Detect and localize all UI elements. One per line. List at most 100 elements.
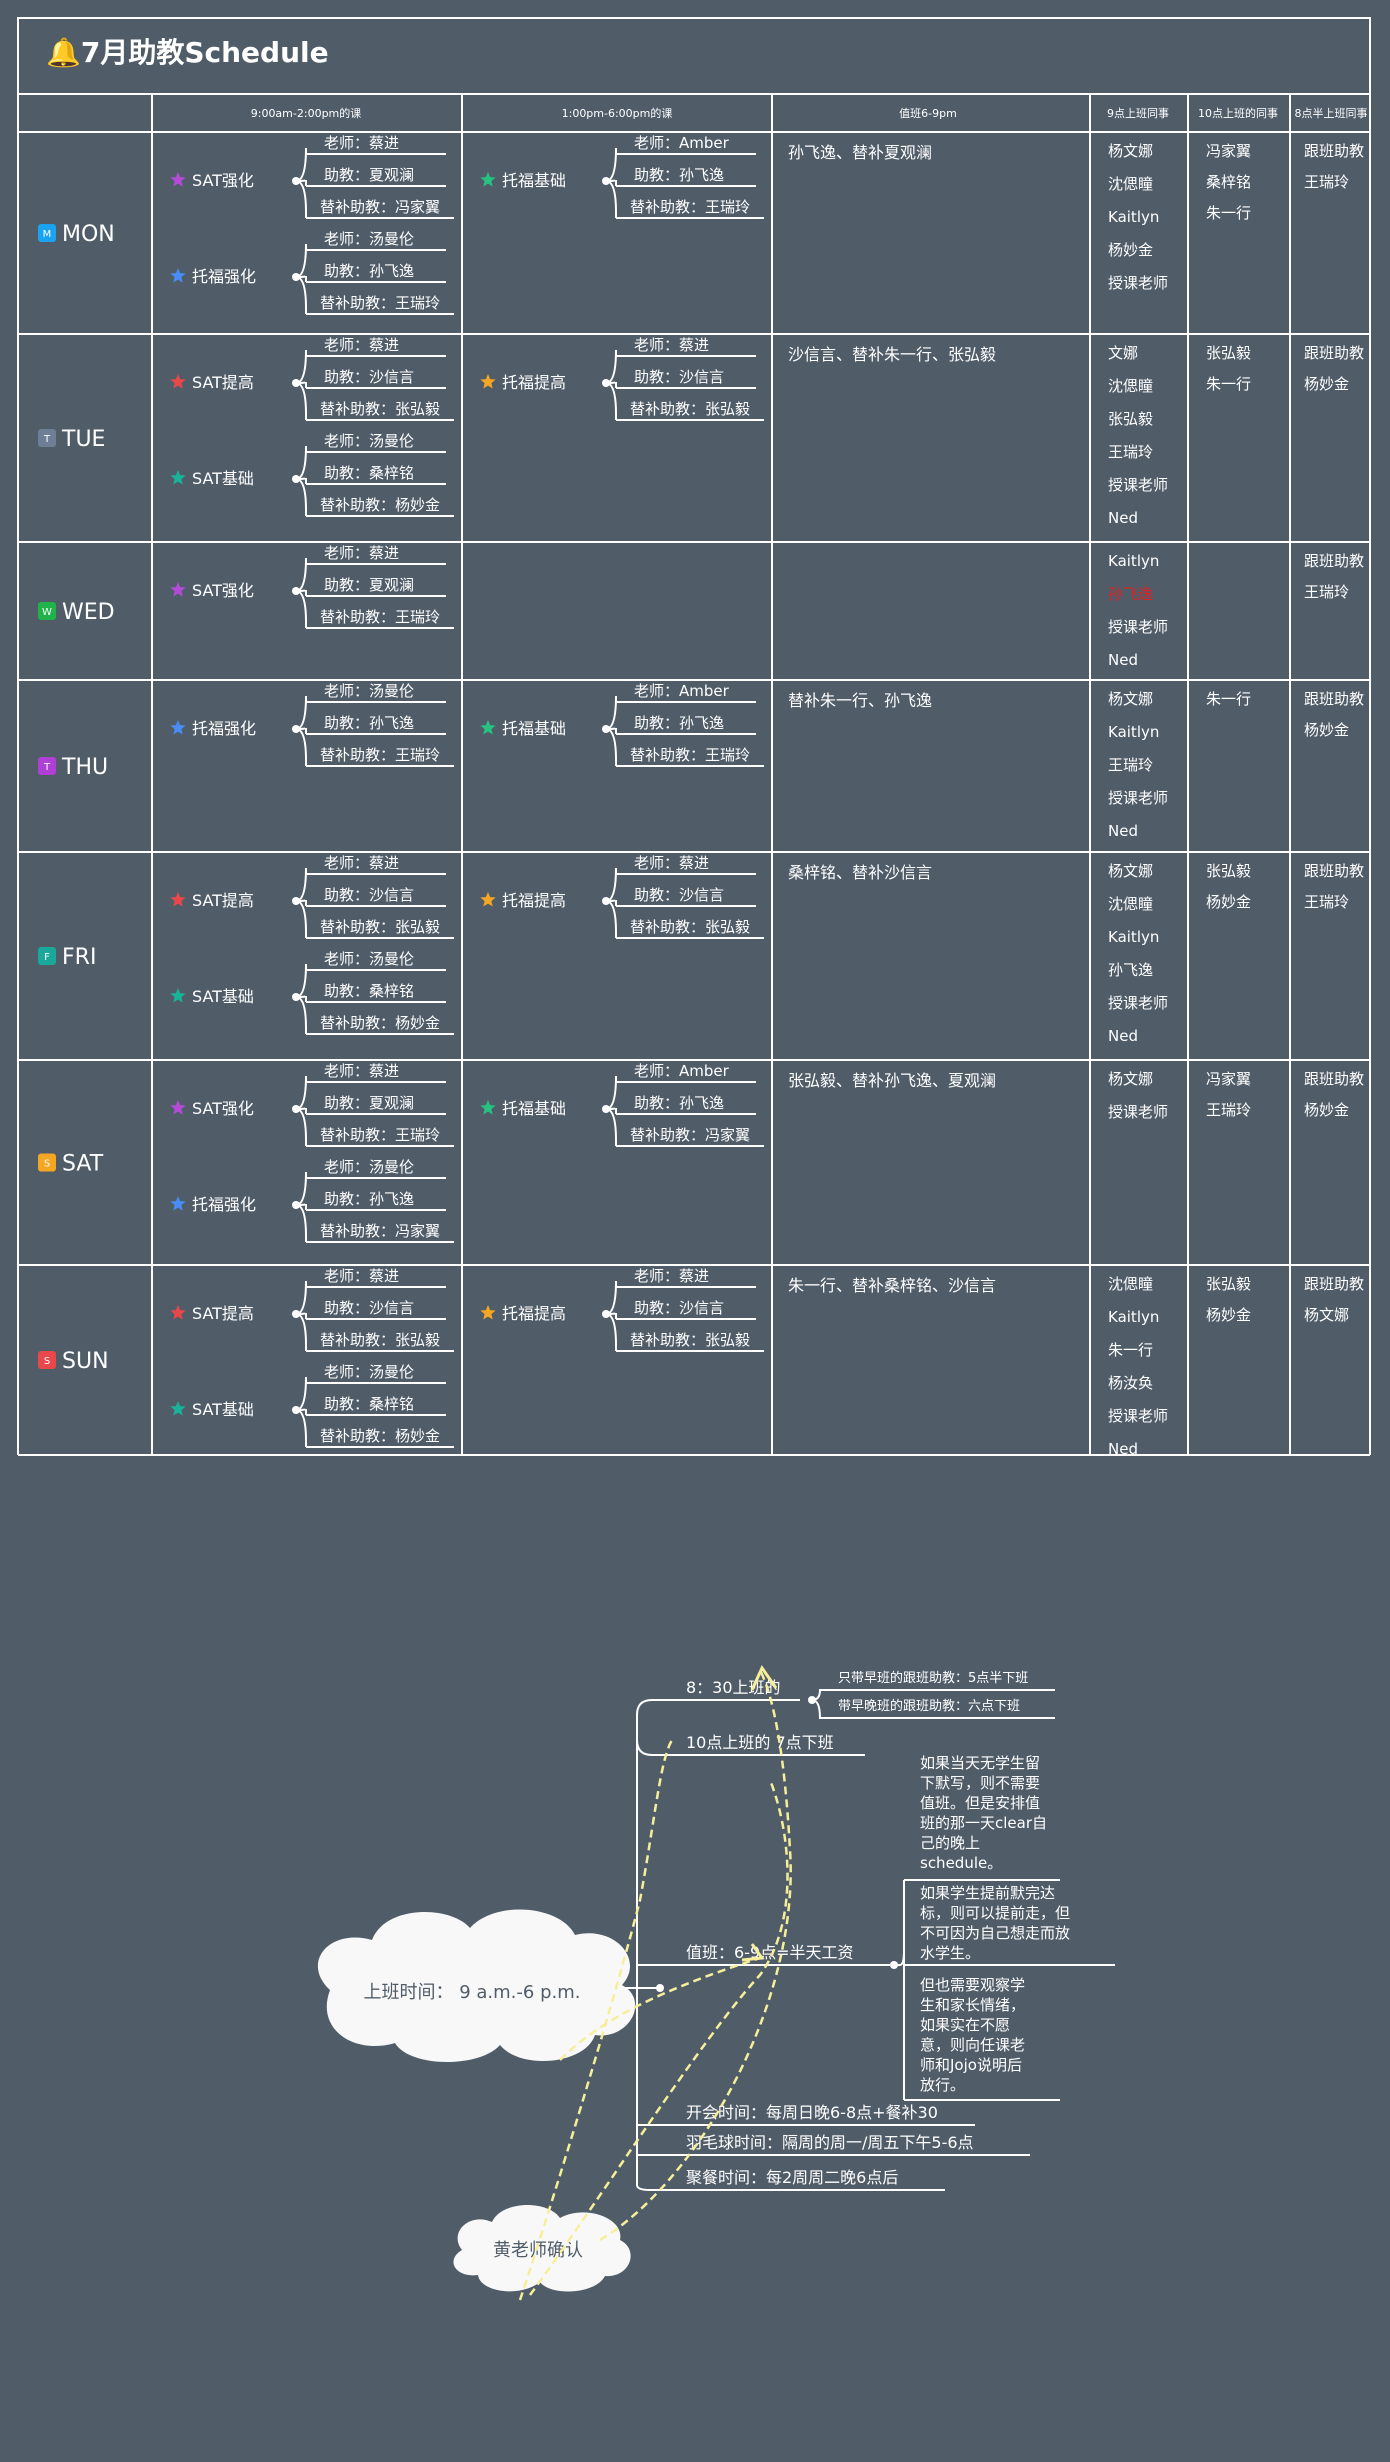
star-icon [170, 172, 186, 187]
star-icon [480, 892, 496, 907]
duty-note-line: 但也需要观察学 [920, 1976, 1025, 1994]
duty-note-line: 生和家长情绪， [920, 1996, 1025, 2014]
teacher-label: 老师：蔡进 [324, 1062, 399, 1080]
duty-note-line: 标，则可以提前走，但 [920, 1904, 1070, 1922]
teacher-label: 老师：蔡进 [324, 336, 399, 354]
course-name: SAT强化 [192, 1099, 254, 1118]
center-cloud [317, 1909, 636, 2063]
day-badge [38, 947, 56, 965]
duty-text: 孙飞逸、替补夏观澜 [788, 143, 932, 162]
header-am: 9:00am-2:00pm的课 [251, 106, 362, 120]
svg-text:M: M [43, 229, 52, 240]
teacher-label: 老师：蔡进 [324, 1267, 399, 1285]
staff-nine: 王瑞玲 [1108, 756, 1153, 774]
teacher-label: 老师：汤曼伦 [324, 432, 414, 450]
staff-nine: 杨文娜 [1108, 1070, 1153, 1088]
day-name: WED [62, 600, 115, 625]
duty-note-line: 值班。但是安排值 [920, 1794, 1040, 1812]
branch-dinner: 聚餐时间：每2周周二晚6点后 [686, 2168, 898, 2187]
teacher-label: 老师：蔡进 [634, 336, 709, 354]
day-badge [38, 757, 56, 775]
ta-label: 助教：沙信言 [634, 1299, 724, 1317]
staff-ten: 朱一行 [1206, 690, 1251, 708]
star-icon [170, 1100, 186, 1115]
day-badge [38, 1153, 56, 1172]
ta-label: 助教：沙信言 [634, 368, 724, 386]
staff-nine: Ned [1108, 651, 1138, 669]
staff-nine: Ned [1108, 509, 1138, 527]
ta-label: 助教：桑梓铭 [324, 1395, 414, 1413]
course-name: 托福基础 [502, 171, 566, 190]
teacher-label: 老师：Amber [634, 134, 730, 152]
staff-ten: 朱一行 [1206, 375, 1251, 393]
staff-nine: 沈偲瞳 [1108, 1275, 1153, 1293]
sub-ta-label: 替补助教：王瑞玲 [320, 608, 440, 626]
staff-eighthalf: 跟班助教 [1304, 1070, 1364, 1088]
course-name: 托福基础 [502, 1099, 566, 1118]
day-name: TUE [61, 427, 105, 452]
staff-nine: 王瑞玲 [1108, 443, 1153, 461]
sub-ta-label: 替补助教：王瑞玲 [320, 746, 440, 764]
branch-duty: 值班：6-9点=半天工资 [686, 1943, 854, 1962]
staff-nine: Kaitlyn [1108, 928, 1159, 946]
svg-text:F: F [44, 952, 50, 963]
course-name: 托福强化 [192, 1195, 256, 1214]
staff-eighthalf: 杨妙金 [1304, 721, 1349, 739]
day-badge [38, 224, 56, 242]
sub-ta-label: 替补助教：冯家翼 [320, 198, 440, 216]
staff-eighthalf: 杨妙金 [1304, 375, 1349, 393]
staff-ten: 张弘毅 [1206, 344, 1251, 362]
staff-nine: 杨文娜 [1108, 862, 1153, 880]
svg-text:S: S [44, 1159, 50, 1170]
sub-ta-label: 替补助教：王瑞玲 [630, 746, 750, 764]
course-name: 托福提高 [502, 1304, 566, 1323]
staff-nine: 杨文娜 [1108, 690, 1153, 708]
ta-label: 助教：孙飞逸 [324, 262, 414, 280]
ta-label: 助教：沙信言 [324, 886, 414, 904]
duty-note-line: 下默写，则不需要 [920, 1774, 1040, 1792]
header-row: 9:00am-2:00pm的课 1:00pm-6:00pm的课 值班6-9pm … [17, 93, 1371, 133]
course-name: SAT基础 [192, 469, 254, 488]
sub-ta-label: 替补助教：张弘毅 [320, 918, 440, 936]
course-name: SAT强化 [192, 581, 254, 600]
duty-note-line: 班的那一天clear自 [920, 1814, 1047, 1832]
star-icon [170, 1401, 186, 1416]
teacher-label: 老师：蔡进 [324, 854, 399, 872]
course-name: 托福提高 [502, 373, 566, 392]
header-ten: 10点上班的同事 [1198, 106, 1278, 120]
duty-note-line: 如果实在不愿 [920, 2016, 1010, 2034]
staff-nine: 授课老师 [1108, 1407, 1168, 1425]
staff-eighthalf: 跟班助教 [1304, 344, 1364, 362]
day-badge [38, 602, 56, 620]
course-name: 托福基础 [502, 719, 566, 738]
duty-text: 张弘毅、替补孙飞逸、夏观澜 [788, 1071, 996, 1090]
teacher-label: 老师：汤曼伦 [324, 950, 414, 968]
branch-badminton: 羽毛球时间：隔周的周一/周五下午5-6点 [686, 2133, 974, 2152]
staff-eighthalf: 跟班助教 [1304, 862, 1364, 880]
duty-note-line: 如果当天无学生留 [920, 1754, 1040, 1772]
duty-note-line: 如果学生提前默完达 [920, 1884, 1055, 1902]
sub-ta-label: 替补助教：冯家翼 [630, 1126, 750, 1144]
sub-ta-label: 替补助教：王瑞玲 [320, 294, 440, 312]
ta-label: 助教：孙飞逸 [324, 1190, 414, 1208]
staff-nine: 沈偲瞳 [1108, 895, 1153, 913]
star-icon [170, 1196, 186, 1211]
staff-nine: 授课老师 [1108, 1103, 1168, 1121]
ta-label: 助教：孙飞逸 [634, 1094, 724, 1112]
sub-830-late: 带早晚班的跟班助教：六点下班 [838, 1698, 1020, 1714]
duty-text: 沙信言、替补朱一行、张弘毅 [788, 345, 996, 364]
course-name: 托福提高 [502, 891, 566, 910]
